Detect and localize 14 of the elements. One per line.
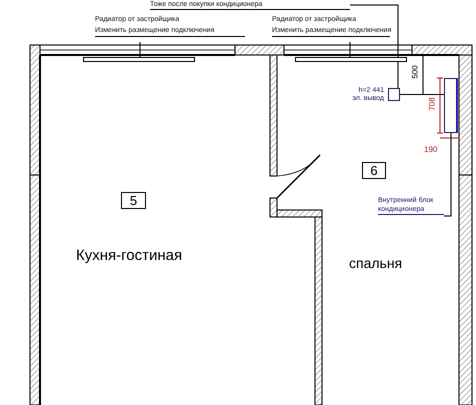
dimension-text: 708: [428, 97, 437, 111]
dimension-text: 500: [412, 65, 420, 79]
outlet-box: [388, 88, 400, 101]
leader-line: [444, 132, 452, 216]
room-name: спальня: [349, 256, 402, 270]
leader-line: [400, 94, 444, 95]
room-number: 6: [362, 162, 386, 179]
room-number: 5: [121, 192, 146, 209]
ac-unit: [444, 78, 458, 133]
leader-line: [350, 4, 398, 88]
radiator: [83, 57, 195, 62]
room-name: Кухня-гостиная: [76, 248, 182, 263]
dimension-text: 190: [424, 146, 438, 154]
radiator: [295, 57, 407, 62]
